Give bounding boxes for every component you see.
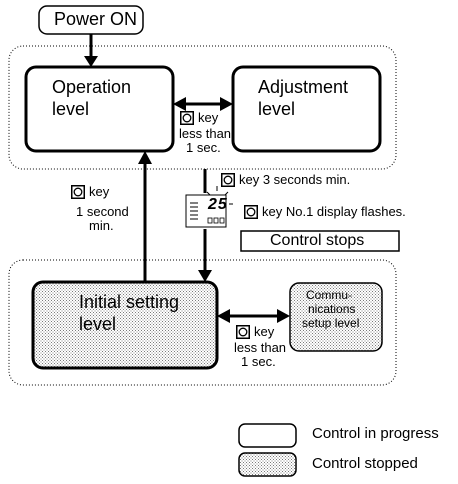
- key-3sec-label: key 3 seconds min.: [239, 172, 351, 187]
- operation-level-label-line1: Operation: [52, 77, 132, 97]
- key-init-comm-key: key: [254, 324, 275, 339]
- adjustment-level-label-line1: Adjustment: [258, 77, 349, 97]
- lower-group-border: [8, 259, 397, 386]
- key-op-adj-line3: 1 sec.: [186, 140, 221, 155]
- legend-stopped-label: Control stopped: [312, 455, 418, 472]
- communications-level-box: [289, 282, 383, 352]
- operation-level-label-line2: level: [52, 99, 90, 119]
- power-on-label: Power ON: [54, 9, 138, 29]
- legend-stopped-swatch: [238, 452, 297, 477]
- key-icon: [236, 325, 250, 339]
- operation-level-box: [24, 65, 175, 153]
- key-1sec-line3: min.: [89, 218, 114, 233]
- key-init-comm-line3: 1 sec.: [241, 354, 276, 369]
- legend-in-progress-label: Control in progress: [312, 425, 439, 442]
- key-op-adj-key: key: [198, 110, 219, 125]
- initial-setting-label-line2: level: [79, 314, 117, 334]
- lcd-readout: 25: [208, 196, 228, 213]
- adjustment-level-label-line2: level: [258, 99, 296, 119]
- legend-in-progress-swatch: [238, 423, 297, 448]
- key-1sec-line2: 1 second: [76, 204, 129, 219]
- communications-label-line1: Commu-: [306, 288, 353, 302]
- control-stops-box: [240, 230, 400, 252]
- key-icon: [180, 111, 194, 125]
- adjustment-level-box: [231, 65, 382, 153]
- key-icon: [244, 205, 258, 219]
- lcd-display-icon: [185, 186, 233, 228]
- initial-setting-label-line1: Initial setting: [79, 292, 180, 312]
- key-display-flashes-label: key No.1 display flashes.: [262, 204, 406, 219]
- key-op-adj-line2: less than: [179, 126, 232, 141]
- key-init-comm-line2: less than: [234, 340, 287, 355]
- key-icon: [71, 185, 85, 199]
- key-icon: [221, 173, 235, 187]
- key-1sec-key: key: [89, 184, 110, 199]
- control-stops-label: Control stops: [270, 232, 365, 249]
- initial-setting-level-box: [31, 280, 219, 370]
- communications-label-line2: nications: [308, 302, 356, 316]
- communications-label-line3: setup level: [302, 316, 360, 330]
